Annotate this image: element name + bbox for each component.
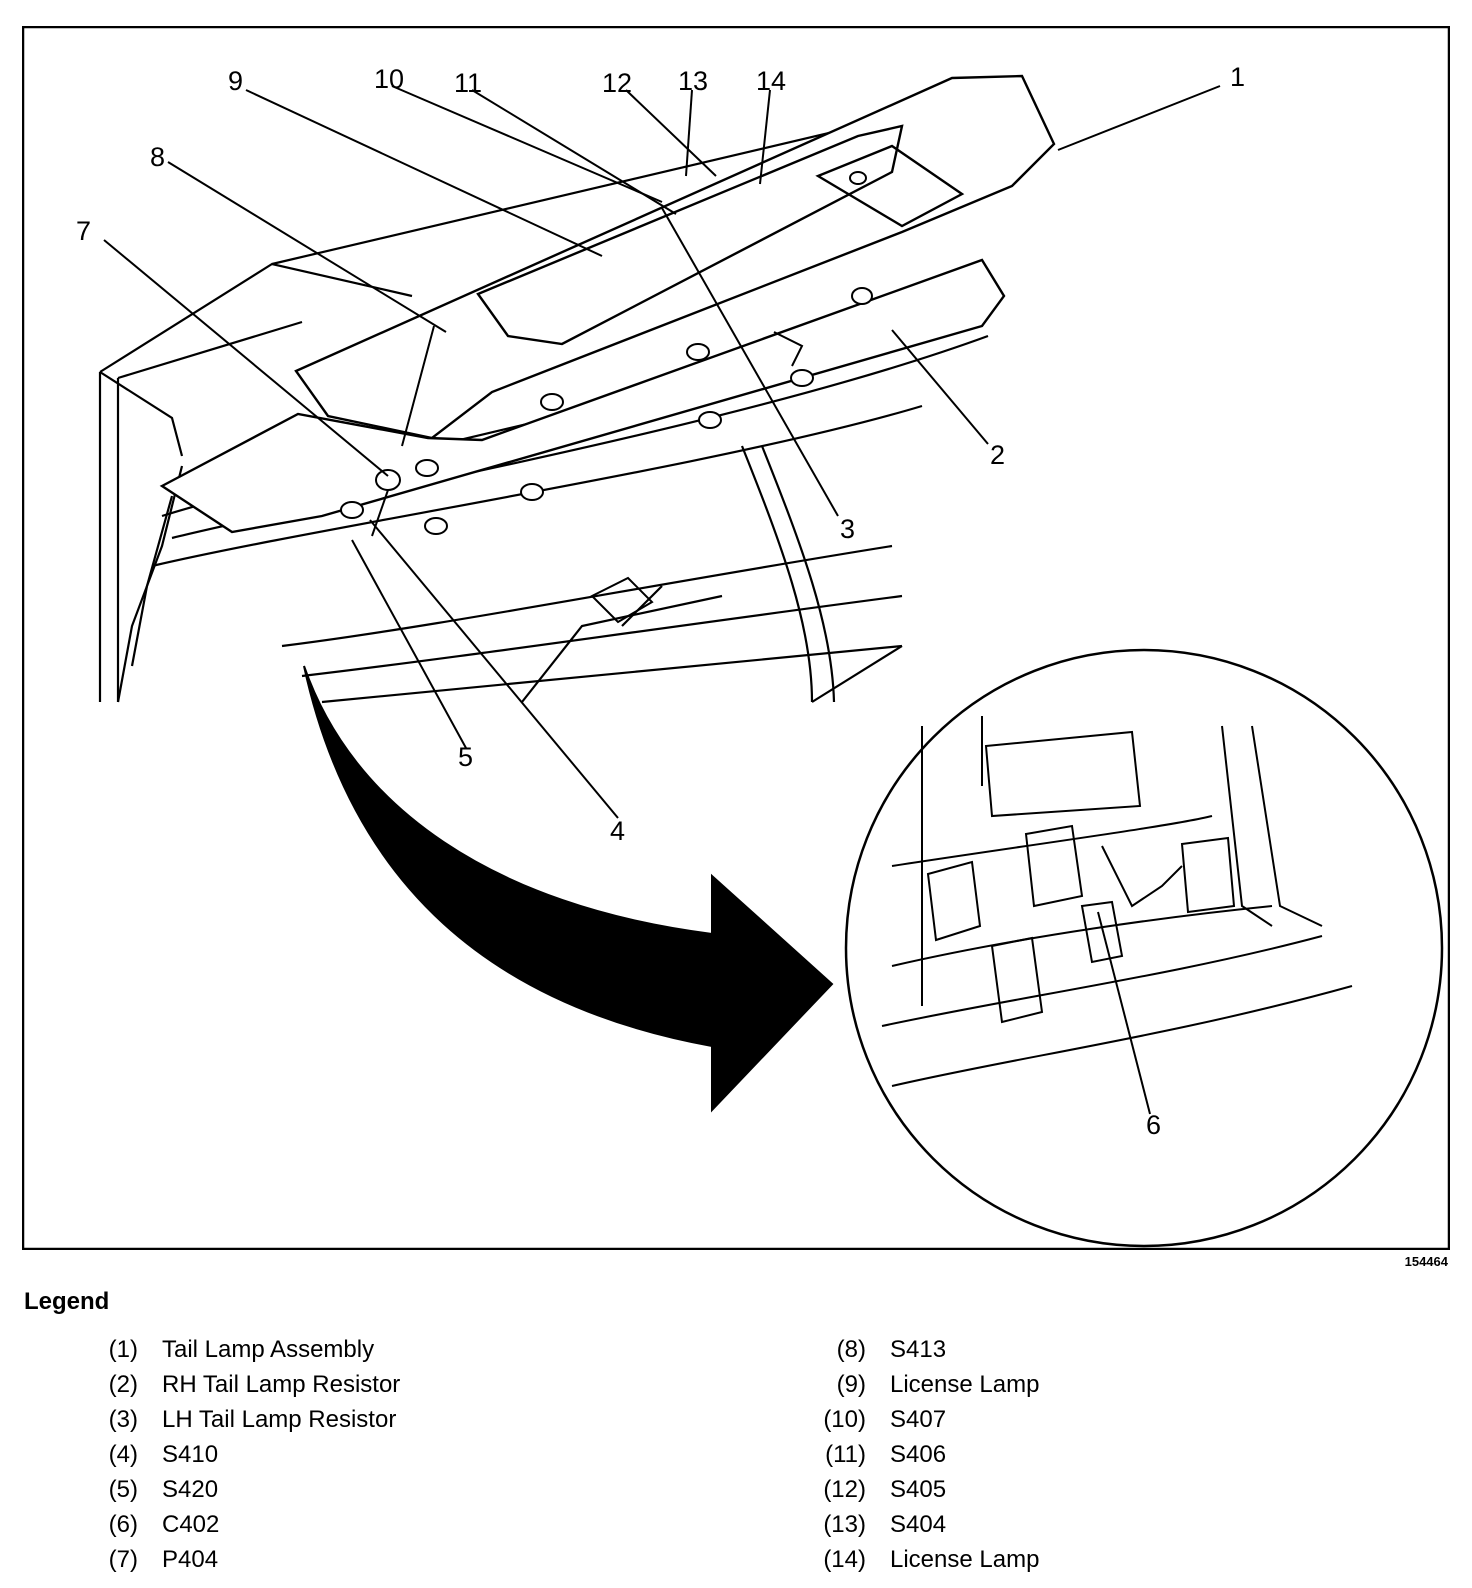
legend-number: (14) bbox=[823, 1546, 866, 1573]
legend-number: (1) bbox=[108, 1336, 138, 1363]
callout-5: 5 bbox=[458, 742, 473, 772]
legend-number: (10) bbox=[823, 1406, 866, 1433]
callout-2: 2 bbox=[990, 440, 1005, 470]
legend-label: P404 bbox=[162, 1546, 219, 1573]
legend-item: (5) S420 bbox=[82, 1476, 400, 1511]
callout-13: 13 bbox=[678, 66, 708, 96]
callout-numbers: 1 2 3 4 5 6 7 8 9 10 11 12 13 14 bbox=[76, 62, 1245, 1140]
callout-14: 14 bbox=[756, 66, 786, 96]
callout-8: 8 bbox=[150, 142, 165, 172]
callout-9: 9 bbox=[228, 66, 243, 96]
tail-lamp-assembly-drawing bbox=[159, 74, 1056, 534]
legend-number: (4) bbox=[108, 1441, 138, 1468]
callout-7: 7 bbox=[76, 216, 91, 246]
legend-number: (3) bbox=[108, 1406, 138, 1433]
callout-1: 1 bbox=[1230, 62, 1245, 92]
diagram-svg: 1 2 3 4 5 6 7 8 9 10 11 12 13 14 bbox=[22, 26, 1450, 1250]
legend-label: License Lamp bbox=[890, 1371, 1040, 1398]
legend-item: (7) P404 bbox=[82, 1546, 400, 1581]
legend-item: (10) S407 bbox=[810, 1406, 1039, 1441]
legend-item: (12) S405 bbox=[810, 1476, 1039, 1511]
legend-number: (11) bbox=[825, 1441, 866, 1468]
callout-12: 12 bbox=[602, 68, 632, 98]
legend-number: (5) bbox=[108, 1476, 138, 1503]
legend-column-left: (1) Tail Lamp Assembly (2) RH Tail Lamp Re… bbox=[82, 1336, 401, 1581]
legend-item: (3) LH Tail Lamp Resistor bbox=[82, 1406, 400, 1441]
legend-label: S407 bbox=[890, 1406, 947, 1433]
figure-frame bbox=[22, 26, 1450, 1250]
legend-label: S413 bbox=[890, 1336, 947, 1363]
legend-label: License Lamp bbox=[890, 1546, 1040, 1573]
diagram-figure: 1 2 3 4 5 6 7 8 9 10 11 12 13 14 bbox=[22, 26, 1450, 1250]
legend-item: (8) S413 bbox=[810, 1336, 1039, 1371]
legend-number: (6) bbox=[108, 1511, 138, 1538]
legend-label: C402 bbox=[162, 1511, 220, 1538]
legend-label: S406 bbox=[890, 1441, 947, 1468]
legend-label: Tail Lamp Assembly bbox=[162, 1336, 375, 1363]
leader-lines bbox=[103, 85, 1221, 1115]
legend-label: LH Tail Lamp Resistor bbox=[162, 1406, 397, 1433]
legend-number: (7) bbox=[108, 1546, 138, 1573]
legend-item: (14) License Lamp bbox=[810, 1546, 1039, 1581]
legend-item: (2) RH Tail Lamp Resistor bbox=[82, 1371, 401, 1406]
legend-item: (1) Tail Lamp Assembly bbox=[82, 1336, 400, 1371]
legend-number: (13) bbox=[823, 1511, 866, 1538]
legend-label: RH Tail Lamp Resistor bbox=[162, 1371, 401, 1398]
legend-item: (9) License Lamp bbox=[810, 1371, 1040, 1406]
legend-item: (6) C402 bbox=[82, 1511, 400, 1546]
callout-10: 10 bbox=[374, 64, 404, 94]
legend-label: S405 bbox=[890, 1476, 947, 1503]
legend-number: (9) bbox=[836, 1371, 866, 1398]
legend-item: (4) S410 bbox=[82, 1441, 400, 1476]
legend-title: Legend bbox=[24, 1288, 110, 1315]
legend-label: S420 bbox=[162, 1476, 219, 1503]
figure-id: 154464 bbox=[1404, 1254, 1448, 1269]
legend-column-right: (8) S413 (9) License Lamp (10) S407 (11) S40… bbox=[810, 1336, 1039, 1581]
legend-number: (2) bbox=[108, 1371, 138, 1398]
legend-item: (11) S406 bbox=[810, 1441, 1039, 1476]
legend-label: S404 bbox=[890, 1511, 947, 1538]
mounting-holes bbox=[340, 171, 873, 535]
legend-item: (13) S404 bbox=[810, 1511, 1039, 1546]
callout-3: 3 bbox=[840, 514, 855, 544]
legend-label: S410 bbox=[162, 1441, 219, 1468]
callout-6: 6 bbox=[1146, 1110, 1161, 1140]
zoom-arrow bbox=[303, 665, 834, 1113]
callout-4: 4 bbox=[610, 816, 625, 846]
callout-11: 11 bbox=[454, 68, 482, 98]
legend-number: (8) bbox=[836, 1336, 866, 1363]
wiring-harness bbox=[371, 325, 804, 624]
legend-number: (12) bbox=[823, 1476, 866, 1503]
detail-view bbox=[844, 648, 1444, 1248]
